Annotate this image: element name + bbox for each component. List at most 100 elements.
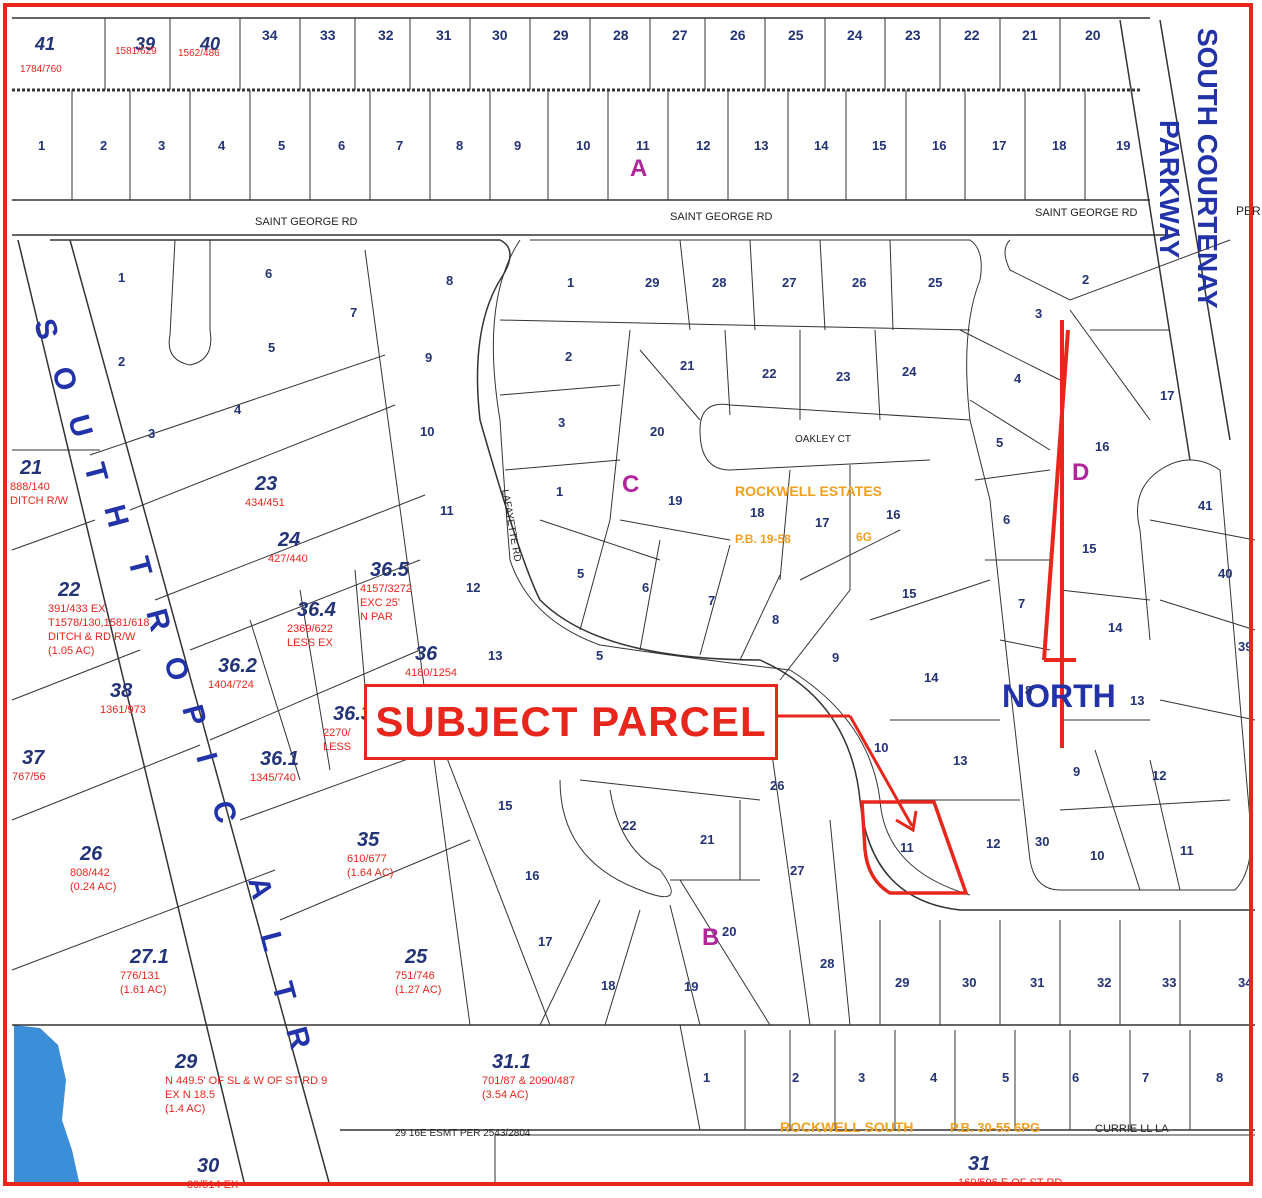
lot-number: 10 bbox=[420, 424, 434, 439]
parcel-ref: 808/442 bbox=[70, 867, 110, 879]
parcel-number: 36.4 bbox=[297, 599, 336, 621]
road-letter: S bbox=[27, 315, 64, 343]
parcel-ref: (1.05 AC) bbox=[48, 645, 94, 657]
parcel-number: 36.2 bbox=[218, 655, 257, 677]
callout-leader bbox=[778, 714, 918, 833]
road-letter: O bbox=[157, 653, 195, 684]
lot-number: 9 bbox=[832, 650, 839, 665]
currie-label: CURRIE LL LA bbox=[1095, 1123, 1169, 1135]
lot-number: 17 bbox=[1160, 388, 1174, 403]
lot-number: 15 bbox=[1082, 541, 1096, 556]
road-letter: C bbox=[205, 797, 242, 826]
subject-parcel-callout: SUBJECT PARCEL bbox=[364, 684, 778, 760]
lot-number: 14 bbox=[1108, 620, 1123, 635]
road-label-saint-george-1: SAINT GEORGE RD bbox=[255, 216, 358, 228]
lot-number: 4 bbox=[234, 402, 242, 417]
lot-number: 16 bbox=[932, 138, 946, 153]
parcel-number: 38 bbox=[110, 680, 133, 702]
lot-number: 28 bbox=[820, 956, 834, 971]
block-letter-d: D bbox=[1072, 459, 1089, 486]
pb-label-1-suffix: 6G bbox=[856, 530, 872, 544]
road-label-south-courtenay: SOUTH COURTENAY bbox=[1192, 28, 1223, 309]
lot-number: 9 bbox=[514, 138, 521, 153]
road-label-parkway: PARKWAY bbox=[1154, 120, 1185, 259]
parcel-ref: 89/514 EX bbox=[187, 1179, 239, 1191]
parcel-ref: 776/131 bbox=[120, 970, 160, 982]
parcel-number: 29 bbox=[174, 1051, 198, 1073]
parcel-ref: 2369/622 bbox=[287, 623, 333, 635]
lot-number: 6 bbox=[1072, 1070, 1079, 1085]
lot-number: 32 bbox=[378, 27, 394, 43]
rockwell-estates-label: ROCKWELL ESTATES bbox=[735, 483, 882, 499]
lot-number: 19 bbox=[684, 979, 698, 994]
lot-number: 27 bbox=[782, 275, 796, 290]
lot-number: 31 bbox=[436, 27, 452, 43]
road-label-saint-george-2: SAINT GEORGE RD bbox=[670, 211, 773, 223]
lot-number: 8 bbox=[456, 138, 463, 153]
lot-number: 21 bbox=[700, 832, 714, 847]
lot-number: 26 bbox=[730, 27, 746, 43]
road-letter: A bbox=[241, 873, 278, 902]
lot-number: 13 bbox=[1130, 693, 1144, 708]
water-body bbox=[14, 1025, 80, 1186]
lot-number: 29 bbox=[553, 27, 569, 43]
parcel-number: 35 bbox=[357, 829, 380, 851]
lot-number: 8 bbox=[446, 273, 453, 288]
parcel-ref: DITCH & RD R/W bbox=[48, 631, 136, 643]
parcel-ref: 1361/973 bbox=[100, 704, 146, 716]
parcel-ref: 2270/ bbox=[323, 727, 351, 739]
lot-number: 7 bbox=[396, 138, 403, 153]
parcel-ref: 4157/3272 bbox=[360, 583, 412, 595]
lot-number: 4 bbox=[1014, 371, 1022, 386]
parcel-ref: 610/677 bbox=[347, 853, 387, 865]
parcel-ref: 391/433 EX bbox=[48, 603, 106, 615]
pb-label-2: P.B. 30-55 6PG bbox=[950, 1120, 1040, 1135]
parcel-ref: 888/140 bbox=[10, 481, 50, 493]
lot-number: 33 bbox=[320, 27, 336, 43]
lot-number: 1 bbox=[567, 275, 574, 290]
lot-number: 8 bbox=[1216, 1070, 1223, 1085]
lot-number: 34 bbox=[1238, 975, 1253, 990]
road-letter: T bbox=[265, 978, 302, 1004]
parcel-number: 36.3 bbox=[333, 703, 372, 725]
lot-number: 23 bbox=[836, 369, 850, 384]
lot-number: 1 bbox=[703, 1070, 710, 1085]
lot-number: 8 bbox=[772, 612, 779, 627]
lot-number: 3 bbox=[158, 138, 165, 153]
parcel-number: 23 bbox=[254, 473, 277, 495]
road-label-oakley-ct: OAKLEY CT bbox=[795, 434, 851, 445]
lot-number: 4 bbox=[930, 1070, 938, 1085]
parcel-ref: 160/596 E OF ST RD bbox=[958, 1177, 1062, 1189]
lot-number: 1 bbox=[38, 138, 45, 153]
lot-number: 32 bbox=[1097, 975, 1111, 990]
lot-number: 10 bbox=[1090, 848, 1104, 863]
parcel-number: 27.1 bbox=[129, 946, 169, 968]
lot-number: 20 bbox=[1085, 27, 1101, 43]
lot-number: 5 bbox=[278, 138, 285, 153]
lot-number: 17 bbox=[538, 934, 552, 949]
lot-ref: 1562/486 bbox=[178, 48, 220, 59]
lot-number: 19 bbox=[668, 493, 682, 508]
lot-number: 4 bbox=[218, 138, 226, 153]
road-letter: L bbox=[253, 928, 290, 954]
lot-number: 13 bbox=[488, 648, 502, 663]
parcel-ref: 1404/724 bbox=[208, 679, 254, 691]
lot-number: 3 bbox=[558, 415, 565, 430]
lot-number: 5 bbox=[596, 648, 603, 663]
lot-number: 15 bbox=[498, 798, 512, 813]
lot-number: 26 bbox=[852, 275, 866, 290]
subject-parcel-outline bbox=[860, 800, 969, 895]
lot-number: 33 bbox=[1162, 975, 1176, 990]
block-letter-b: B bbox=[702, 924, 719, 951]
lot-number: 20 bbox=[722, 924, 736, 939]
road-letter: R bbox=[279, 1023, 317, 1053]
parcel-ref: LESS EX bbox=[287, 637, 334, 649]
parcel-ref: (1.27 AC) bbox=[395, 984, 441, 996]
lot-number: 22 bbox=[622, 818, 636, 833]
